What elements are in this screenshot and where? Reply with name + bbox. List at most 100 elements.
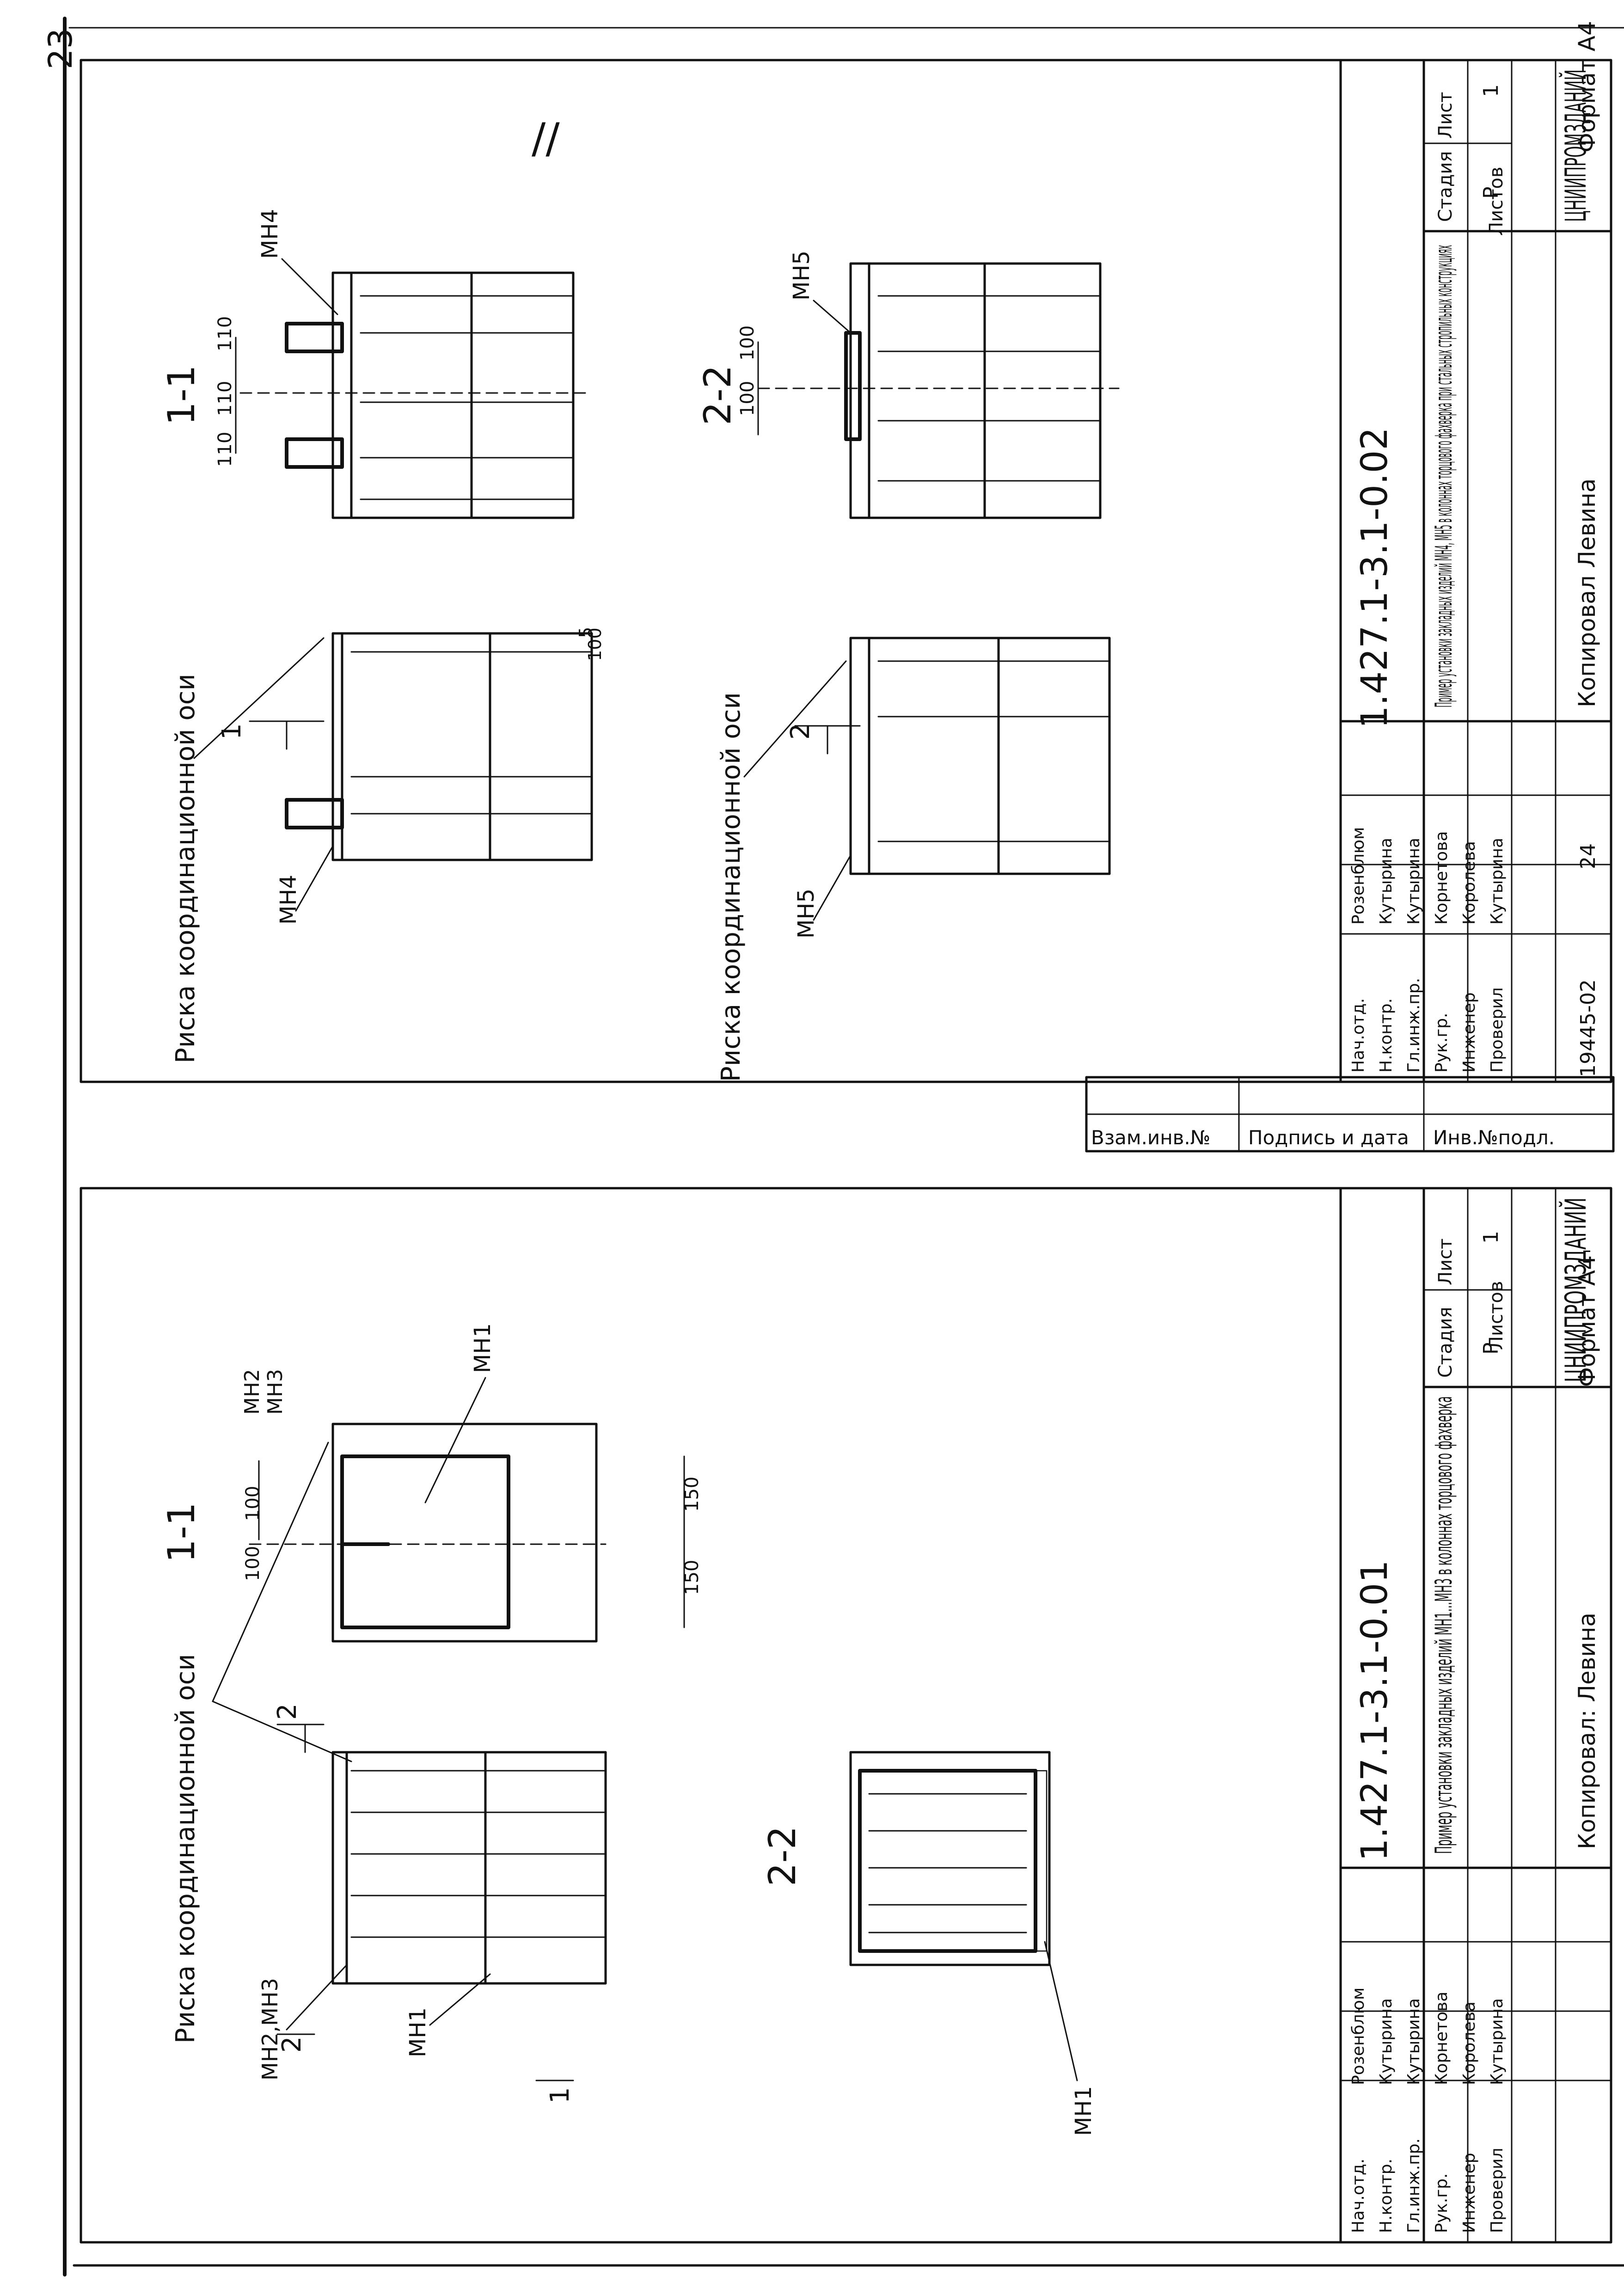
bottom-section-2-2: 2-2 МН1 (761, 1751, 1097, 2136)
top-format: Формат А4 (1574, 21, 1600, 153)
top-section-2-2: 100 100 2-2 МН5 (696, 251, 1120, 519)
bottom-section-1-marker: 1 (545, 2087, 575, 2104)
plate-mn1 (340, 1454, 510, 1629)
bottom-section-title-1: 1-1 (160, 1502, 203, 1563)
bottom-org: ЦНИИПРОМЗДАНИЙ (1559, 1197, 1593, 1382)
top-dim-100: 100 (585, 627, 605, 661)
bottom-role-5: Инженер (1460, 2153, 1479, 2233)
bottom-stage-value: Р (1479, 1342, 1503, 1355)
top-left-view-1: 1 100 5 МН4 Риска координационной оси (171, 627, 605, 1063)
bottom-section-2-marker-b: 2 (277, 2036, 307, 2053)
top-name-2: Кутырина (1377, 838, 1396, 925)
bottom-mn1-inside: МН1 (470, 1323, 496, 1373)
bottom-mn2: МН2 (240, 1369, 264, 1415)
bottom-doc-code: 1.427.1-3.1-0.01 (1354, 1560, 1396, 1861)
bottom-mn1-left: МН1 (405, 2007, 431, 2057)
bottom-mn3: МН3 (264, 1369, 287, 1415)
bottom-dim-150b: 150 (681, 1560, 703, 1595)
top-section-1-1: 110 110 110 1-1 МН4 (160, 209, 588, 519)
bottom-name-6: Кутырина (1488, 1998, 1507, 2085)
side-table: Взам.инв.№ Подпись и дата Инв.№подл. (1085, 1076, 1615, 1153)
top-section-marker-2: 2 (785, 723, 815, 740)
top-name-1: Розенблюм (1349, 827, 1368, 925)
bottom-mn1-section: МН1 (1071, 2086, 1097, 2136)
side-podpis: Подпись и дата (1248, 1126, 1409, 1149)
top-sheets-value: 1 (1479, 84, 1503, 97)
bottom-section-title-2: 2-2 (761, 1826, 804, 1886)
bottom-name-4: Корнетова (1432, 1992, 1451, 2085)
top-section-title-2: 2-2 (696, 365, 739, 425)
bottom-section-1-1: 100 100 150 150 1-1 МН2 МН3 МН1 (160, 1323, 703, 1643)
top-title-line: Пример установки закладных изделий МН4, … (1430, 245, 1457, 707)
column-outline (331, 271, 575, 519)
top-axis-label-2: Риска координационной оси (716, 692, 746, 1082)
top-mn4-right: МН4 (257, 209, 283, 259)
bottom-dim-100a: 100 (242, 1486, 264, 1521)
top-name-4: Корнетова (1432, 831, 1451, 925)
top-bottom-num: 24 (1576, 843, 1600, 869)
top-left-view-2: 2 МН5 Риска координационной оси (716, 637, 1111, 1082)
bottom-sheet: 1.427.1-3.1-0.01 Пример установки заклад… (80, 1187, 1612, 2244)
top-role-1: Нач.отд. (1349, 998, 1368, 1073)
bottom-left-view: 2 2 1 МН2,МН3 МН1 Риска координационной … (171, 1442, 607, 2104)
bottom-role-1: Нач.отд. (1349, 2159, 1368, 2233)
bottom-stage-hdr: Стадия (1435, 1307, 1456, 1378)
top-mn4-left: МН4 (276, 875, 301, 925)
bottom-sheets-hdr: Листов (1486, 1281, 1507, 1350)
top-sheet: 1.427.1-3.1-0.02 Пример установки заклад… (80, 21, 1612, 1083)
bottom-name-2: Кутырина (1377, 1998, 1396, 2085)
top-dim-a: 110 (214, 316, 236, 351)
bolt-b (285, 437, 344, 469)
bottom-title-line: Пример установки закладных изделий МН1..… (1430, 1396, 1457, 1854)
margin-page-number: 23 (42, 28, 80, 69)
top-mark: // (532, 114, 560, 163)
bottom-items-left: МН2,МН3 (257, 1978, 282, 2080)
top-org: ЦНИИПРОМЗДАНИЙ (1559, 69, 1593, 222)
top-dim-b: 110 (214, 381, 236, 416)
top-axis-label-1: Риска координационной оси (171, 674, 201, 1063)
top-dim-2a: 100 (737, 325, 758, 361)
bottom-axis-label: Риска координационной оси (171, 1654, 201, 2043)
top-role-6: Проверил (1488, 987, 1507, 1073)
bottom-title-block: 1.427.1-3.1-0.01 Пример установки заклад… (1339, 1187, 1612, 2244)
bottom-section-2-marker: 2 (272, 1703, 302, 1720)
top-bottom-left: 19445-02 (1576, 979, 1600, 1077)
side-vzam: Взам.инв.№ (1091, 1126, 1210, 1149)
top-mn5-right: МН5 (789, 251, 815, 301)
bottom-name-5: Королева (1460, 2001, 1479, 2085)
top-copier: Копировал Левина (1574, 479, 1600, 707)
top-role-5: Инженер (1460, 992, 1479, 1073)
top-role-2: Н.контр. (1377, 998, 1396, 1073)
top-section-title-1: 1-1 (160, 365, 203, 425)
top-dim-5: 5 (576, 627, 596, 638)
top-dim-c: 110 (214, 432, 236, 467)
top-stage-hdr: Стадия (1435, 151, 1456, 222)
bottom-format: Формат А4 (1574, 1255, 1600, 1387)
top-name-6: Кутырина (1488, 838, 1507, 925)
top-section-marker-1: 1 (217, 723, 247, 740)
bottom-sheets-value: 1 (1479, 1231, 1503, 1244)
top-name-5: Королева (1460, 841, 1479, 925)
bottom-role-2: Н.контр. (1377, 2159, 1396, 2233)
top-mn5-left: МН5 (793, 889, 819, 939)
bottom-name-1: Розенблюм (1349, 1988, 1368, 2085)
top-dim-2b: 100 (737, 381, 758, 416)
bottom-name-3: Кутырина (1404, 1998, 1423, 2085)
bottom-sheet-frame (80, 1187, 1612, 2244)
top-sheets-hdr: Листов (1486, 167, 1507, 236)
side-inv-podl: Инв.№подл. (1433, 1126, 1555, 1149)
top-sheet-frame (80, 59, 1612, 1083)
top-role-3: Гл.инж.пр. (1404, 978, 1423, 1073)
bottom-sheet-hdr: Лист (1435, 1239, 1456, 1285)
bottom-dim-150a: 150 (681, 1477, 703, 1512)
bottom-copier: Копировал: Левина (1574, 1613, 1600, 1849)
bolt-a (285, 322, 344, 353)
bottom-role-4: Рук.гр. (1432, 2173, 1451, 2233)
bottom-role-3: Гл.инж.пр. (1404, 2138, 1423, 2233)
top-title-block: 1.427.1-3.1-0.02 Пример установки заклад… (1339, 21, 1612, 1083)
top-role-4: Рук.гр. (1432, 1013, 1451, 1073)
bottom-role-6: Проверил (1488, 2148, 1507, 2233)
top-name-3: Кутырина (1404, 838, 1423, 925)
top-stage-value: Р (1479, 186, 1503, 199)
